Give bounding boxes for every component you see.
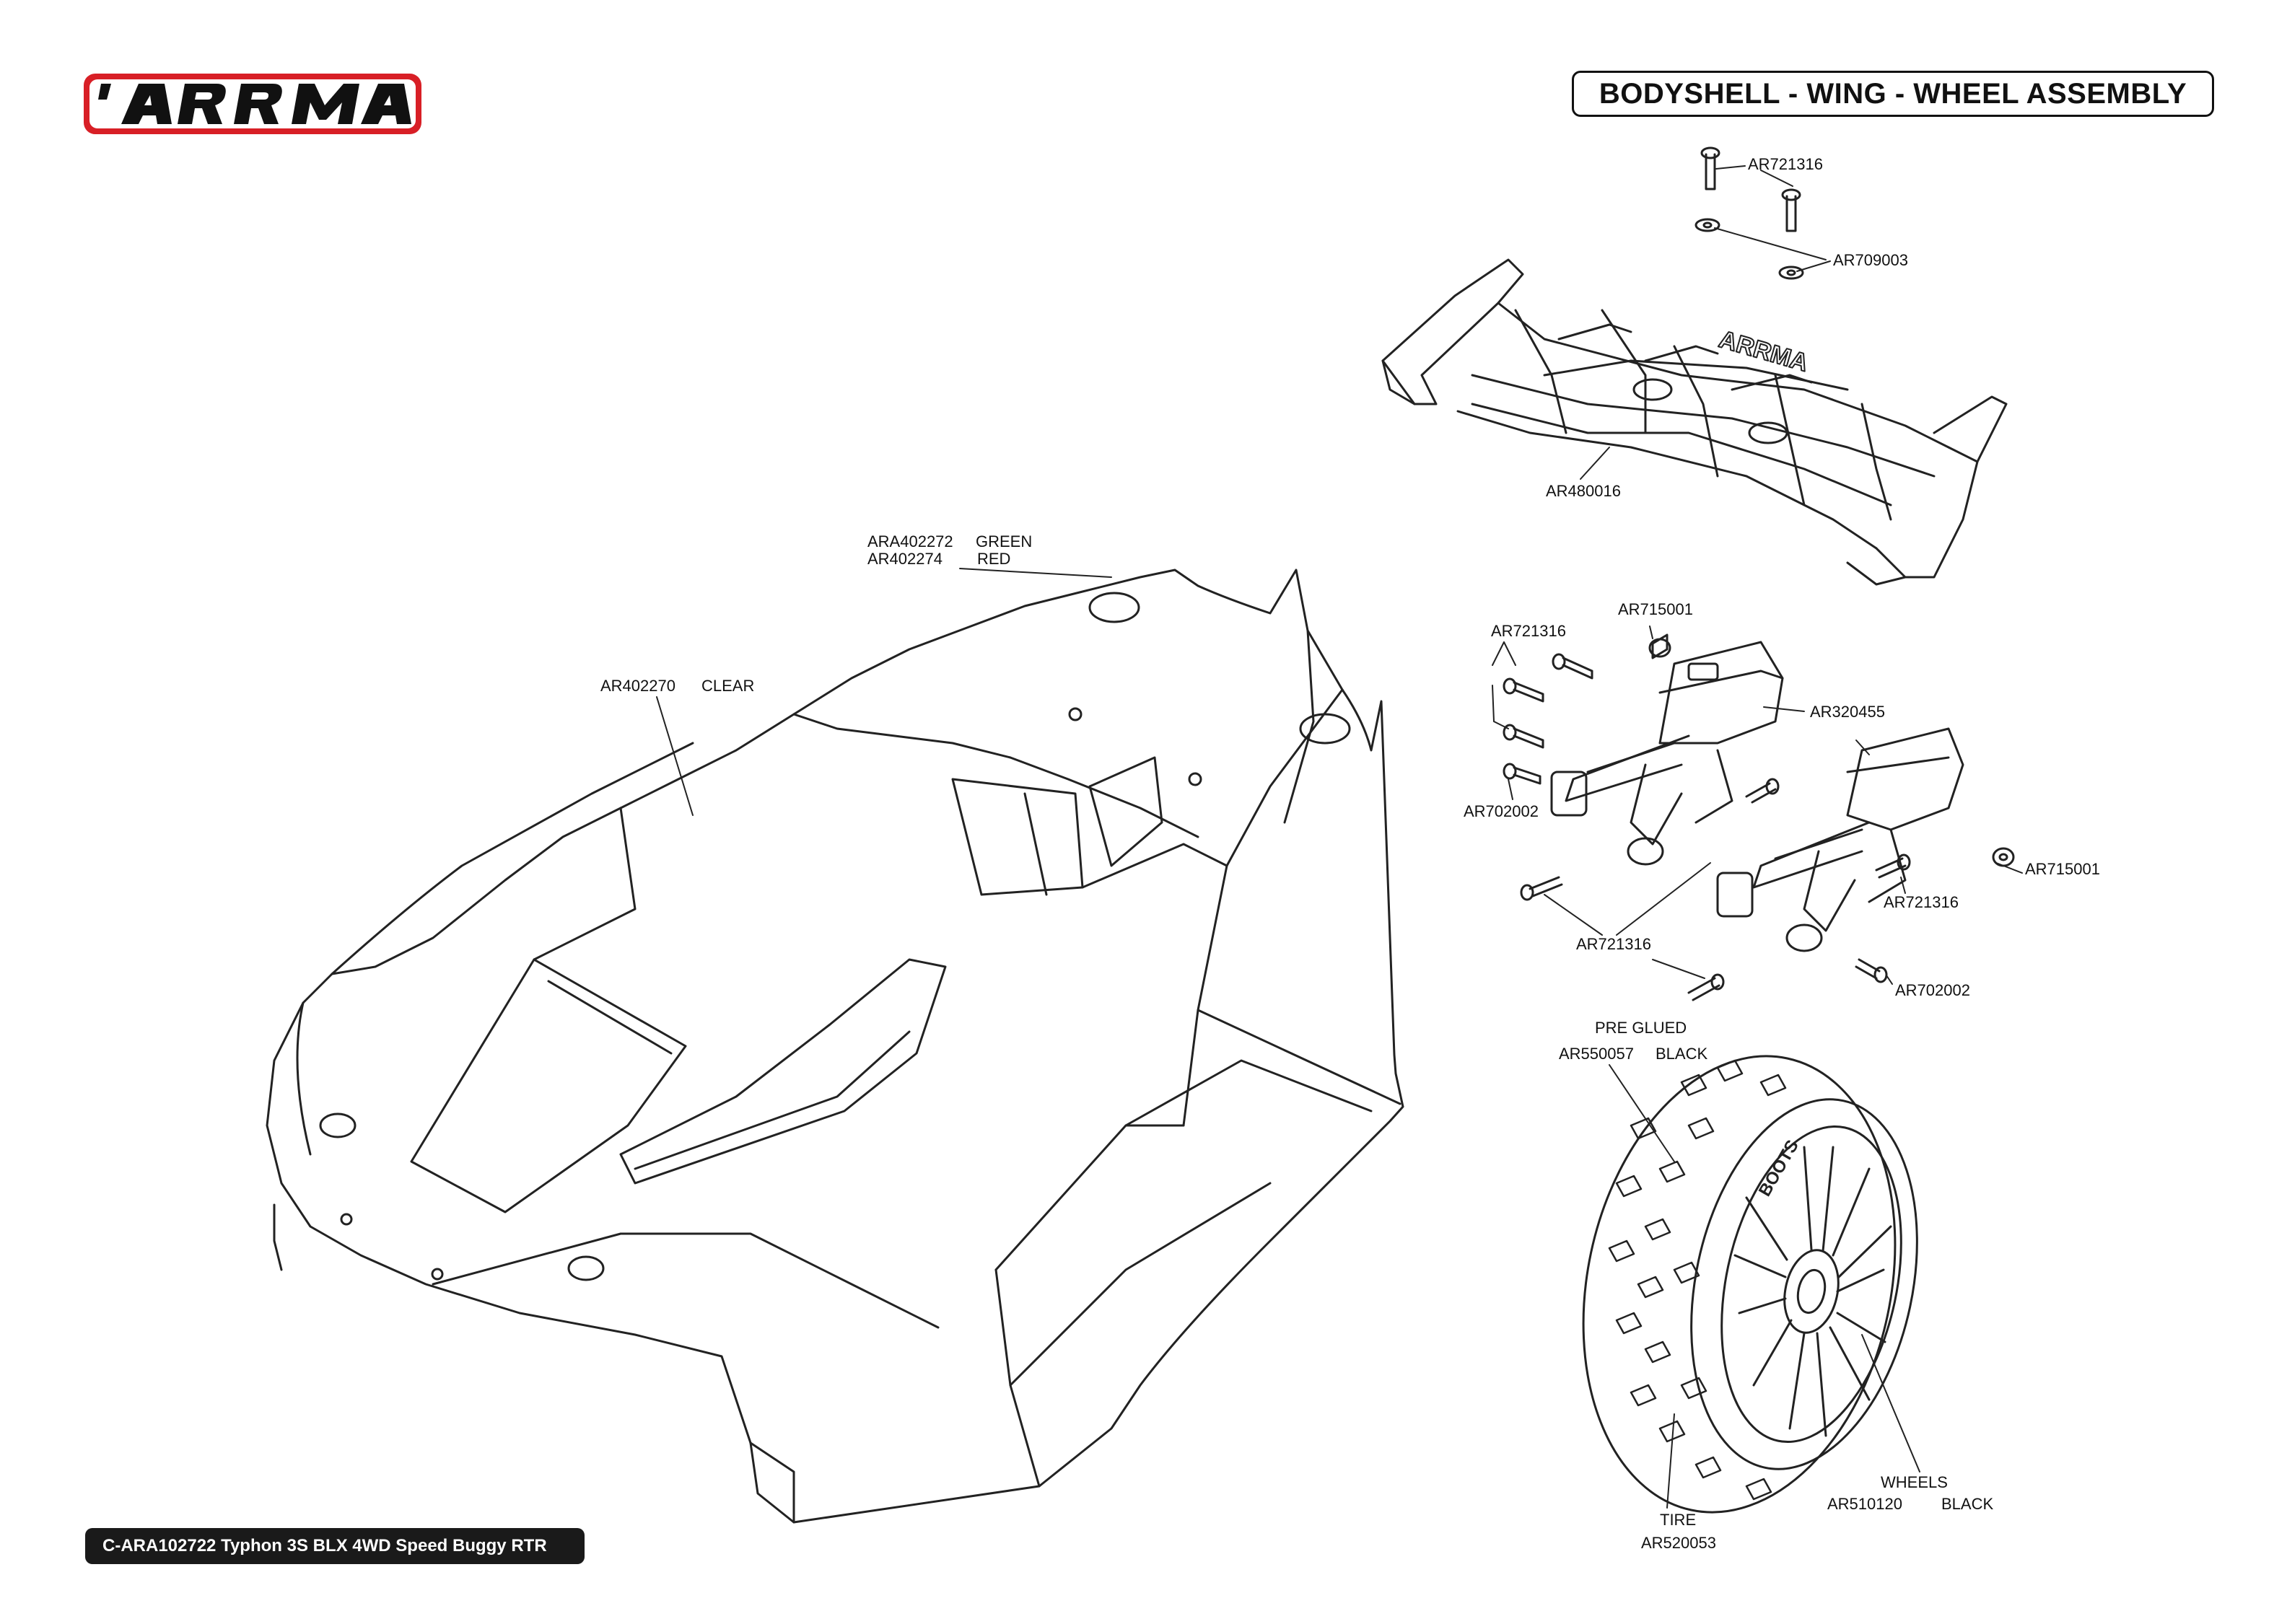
label-body-clear-code: AR402270 bbox=[600, 677, 675, 695]
svg-text:BOOTS: BOOTS bbox=[1755, 1137, 1803, 1200]
label-wing-mount: AR320455 bbox=[1810, 703, 1885, 721]
label-mount-nut-right: AR715001 bbox=[2025, 860, 2100, 878]
label-body-red-color: RED bbox=[977, 550, 1011, 568]
label-mount-screw-right: AR721316 bbox=[1884, 893, 1959, 911]
label-tire-set-color: BLACK bbox=[1656, 1045, 1708, 1063]
mount-hardware bbox=[1503, 633, 2015, 1001]
leader-lines bbox=[656, 165, 2023, 1509]
label-wheels-title: WHEELS bbox=[1881, 1473, 1948, 1491]
label-tire-set-code: AR550057 bbox=[1559, 1045, 1634, 1063]
label-body-green-code: ARA402272 bbox=[867, 532, 953, 550]
arrma-logo bbox=[84, 74, 421, 134]
label-mount-nut-top: AR715001 bbox=[1618, 600, 1693, 618]
label-wheels-code: AR510120 bbox=[1827, 1495, 1902, 1513]
label-wing-washer: AR709003 bbox=[1833, 251, 1908, 269]
label-mount-bolt-right: AR702002 bbox=[1895, 981, 1970, 999]
label-body-clear-color: CLEAR bbox=[701, 677, 755, 695]
label-tire-pre-glued: PRE GLUED bbox=[1595, 1019, 1687, 1037]
label-mount-screws-bottom: AR721316 bbox=[1576, 935, 1651, 953]
wing-mount-drawing bbox=[1550, 641, 1964, 952]
bodyshell-drawing bbox=[266, 569, 1404, 1524]
label-wing-screw: AR721316 bbox=[1748, 155, 1823, 173]
model-name: C-ARA102722 Typhon 3S BLX 4WD Speed Bugg… bbox=[102, 1536, 547, 1555]
label-body-red-code: AR402274 bbox=[867, 550, 943, 568]
label-mount-screws-top: AR721316 bbox=[1491, 622, 1566, 640]
wheel-tire-drawing: BOOTS bbox=[1582, 1055, 1918, 1514]
label-mount-bolt-left: AR702002 bbox=[1464, 802, 1539, 820]
wing-drawing: ARRMA bbox=[1381, 258, 2008, 586]
wing-hardware bbox=[1694, 146, 1804, 280]
label-wheels-color: BLACK bbox=[1941, 1495, 1994, 1513]
diagram-title: BODYSHELL - WING - WHEEL ASSEMBLY bbox=[1599, 77, 2187, 110]
svg-text:ARRMA: ARRMA bbox=[1716, 325, 1811, 377]
diagram-title-box: BODYSHELL - WING - WHEEL ASSEMBLY bbox=[1572, 71, 2214, 117]
label-wing: AR480016 bbox=[1546, 482, 1621, 500]
label-body-green-color: GREEN bbox=[976, 532, 1033, 550]
label-tire-title: TIRE bbox=[1660, 1511, 1697, 1529]
model-footer: C-ARA102722 Typhon 3S BLX 4WD Speed Bugg… bbox=[85, 1528, 585, 1564]
label-tire-code: AR520053 bbox=[1641, 1534, 1716, 1552]
